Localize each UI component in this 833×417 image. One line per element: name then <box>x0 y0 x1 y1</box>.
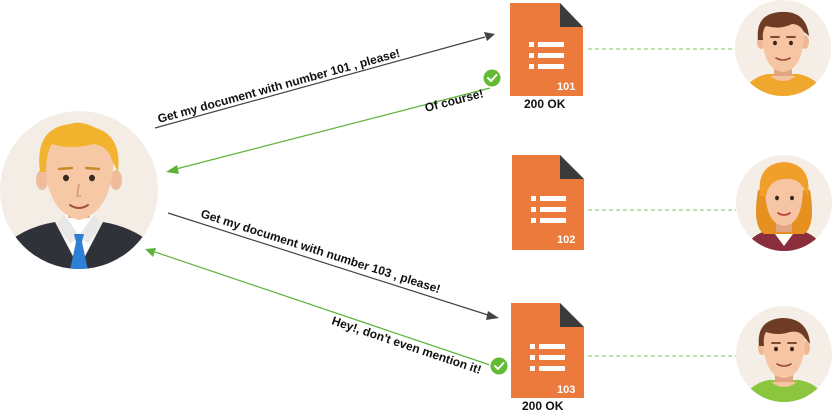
owner-101-avatar <box>735 0 831 96</box>
man-avatar-icon <box>736 306 832 402</box>
document-101-status: 200 OK <box>524 97 566 111</box>
owner-103-avatar <box>736 306 832 402</box>
client-avatar-icon <box>0 111 158 269</box>
reply-103-arrow <box>145 248 491 366</box>
document-103: 103 <box>511 303 584 398</box>
document-list-icon <box>512 155 584 250</box>
document-number: 103 <box>557 384 575 396</box>
reply-101-arrow <box>166 87 491 174</box>
man-avatar-icon <box>735 0 831 96</box>
woman-avatar-icon <box>736 155 832 251</box>
document-number: 102 <box>557 234 575 246</box>
document-101: 101 <box>510 3 583 96</box>
request-103-arrow <box>167 212 499 320</box>
check-circle-icon <box>489 356 509 376</box>
owner-102-avatar <box>736 155 832 251</box>
document-list-icon <box>510 3 583 96</box>
request-103-label: Get my document with number 103 , please… <box>199 207 442 297</box>
document-103-status: 200 OK <box>522 399 564 413</box>
document-list-icon <box>511 303 584 398</box>
request-101-label: Get my document with number 101 , please… <box>156 46 401 126</box>
request-101-arrow <box>154 32 495 129</box>
reply-101-label: Of course! <box>423 86 485 115</box>
check-circle-icon <box>482 68 502 88</box>
document-102: 102 <box>512 155 584 250</box>
document-number: 101 <box>557 81 575 93</box>
reply-103-label: Hey!, don't even mention it! <box>330 314 483 377</box>
